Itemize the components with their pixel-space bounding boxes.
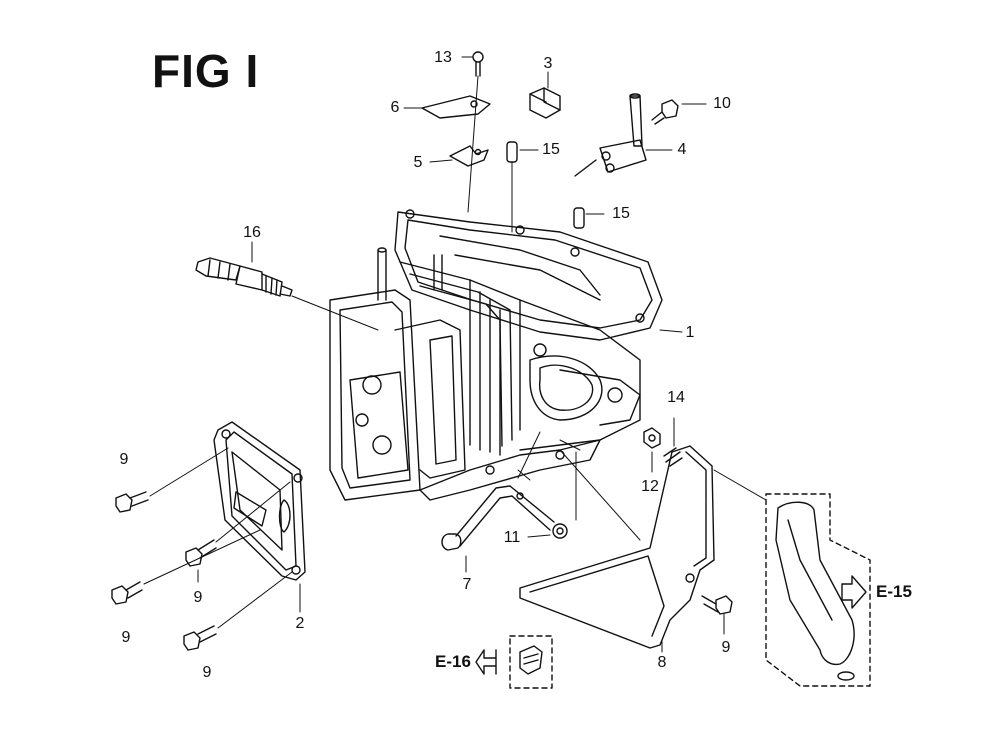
- callout-4: 4: [677, 141, 687, 158]
- nut-12: [643, 427, 661, 449]
- callout-8: 8: [657, 654, 667, 671]
- guide-plate-8: [519, 445, 715, 649]
- spring-14: [663, 447, 683, 467]
- plate-6: [421, 95, 491, 119]
- callout-1: 1: [685, 324, 695, 341]
- cylinder-block: [329, 209, 663, 501]
- bolt-13: [472, 51, 484, 77]
- leader-lines: [143, 56, 767, 653]
- callout-9-lower-left: 9: [121, 629, 131, 646]
- callout-7: 7: [462, 576, 472, 593]
- callout-15-lower: 15: [612, 205, 630, 222]
- callout-15-upper: 15: [542, 141, 560, 158]
- spark-plug: [195, 257, 293, 297]
- reference-e15: E-15: [876, 582, 912, 601]
- ref-box-e15: [765, 493, 871, 687]
- reference-e16: E-16: [435, 652, 471, 671]
- head-cover: [213, 421, 306, 581]
- callout-9-middle: 9: [193, 589, 203, 606]
- lever-7: [441, 485, 555, 551]
- clip-5: [449, 145, 489, 167]
- callout-9-upper-left: 9: [119, 451, 129, 468]
- dowel-15b: [573, 207, 585, 229]
- arrow-e16: [475, 649, 497, 675]
- callout-5: 5: [413, 154, 423, 171]
- callout-2: 2: [295, 615, 305, 632]
- arrow-e15: [841, 575, 867, 609]
- dowel-15a: [506, 141, 518, 163]
- callout-16: 16: [243, 224, 261, 241]
- callout-12: 12: [641, 478, 659, 495]
- bolt-9e: [701, 595, 733, 615]
- bolt-9c: [111, 581, 143, 605]
- callout-3: 3: [543, 55, 553, 72]
- callout-9-bottom: 9: [202, 664, 212, 681]
- bolt-9a: [115, 491, 149, 513]
- bolt-10: [651, 99, 679, 125]
- ref-box-e16: [509, 635, 553, 689]
- callout-11: 11: [503, 529, 521, 546]
- bolt-9d: [183, 625, 217, 651]
- callout-9-right: 9: [721, 639, 731, 656]
- callout-6: 6: [390, 99, 400, 116]
- figure-title: FIG I: [152, 45, 260, 97]
- callout-13: 13: [434, 49, 452, 66]
- bolt-11: [552, 523, 568, 539]
- callout-10: 10: [713, 95, 731, 112]
- callout-14: 14: [667, 389, 685, 406]
- block-3: [529, 87, 561, 119]
- breather-tube-4: [574, 93, 647, 177]
